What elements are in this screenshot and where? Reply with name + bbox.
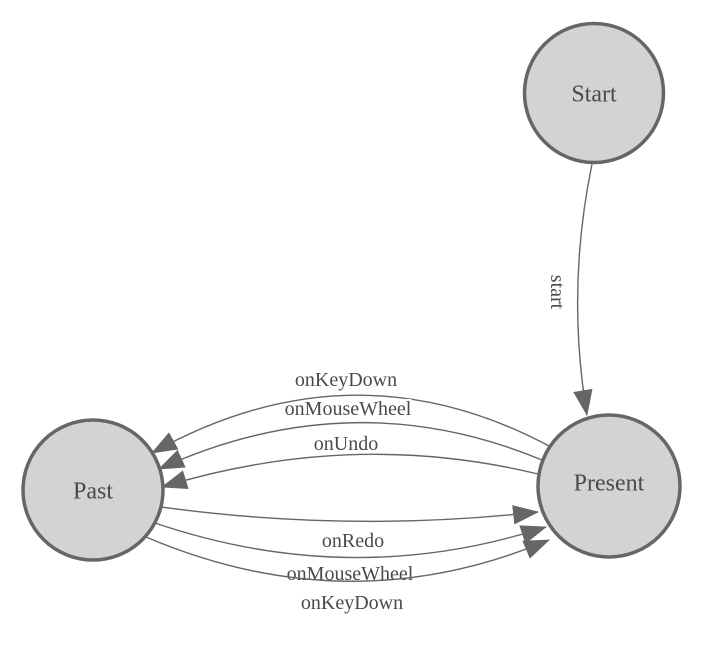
edge-present-to-past-onundo[interactable] [160,453,539,490]
edge-past-to-present-onredo[interactable] [160,505,540,525]
node-past: Past [21,418,165,562]
node-start: Start [522,21,666,165]
edge-label-onkeydown-bottom: onKeyDown [301,592,403,614]
edge-past-to-present-onmousewheel[interactable] [154,522,548,559]
edge-present-to-past-onkeydown[interactable] [151,394,550,454]
edge-past-to-present-onkeydown[interactable] [145,536,550,582]
state-node-past[interactable] [21,418,165,562]
edge-group-present-past: onKeyDown onMouseWheel onUndo [151,367,550,490]
state-node-past-label: Past [73,478,113,504]
state-node-present-label: Present [574,470,645,496]
state-node-present[interactable] [536,413,682,559]
state-node-start-label: Start [571,81,617,107]
node-present: Present [536,413,682,559]
edge-group-past-present: onRedo onMouseWheel onKeyDown [145,505,550,616]
edge-label-onredo: onRedo [322,530,384,552]
state-node-start[interactable] [522,21,666,165]
edge-start-to-present[interactable] [573,163,593,417]
edge-label-onundo: onUndo [314,433,378,455]
edge-label-start: start [546,275,568,310]
edge-present-to-past-onmousewheel[interactable] [158,421,543,470]
edge-label-onmousewheel-top: onMouseWheel [285,398,412,420]
edge-label-onkeydown-top: onKeyDown [295,369,397,391]
edge-group-start-present: start [544,163,593,417]
